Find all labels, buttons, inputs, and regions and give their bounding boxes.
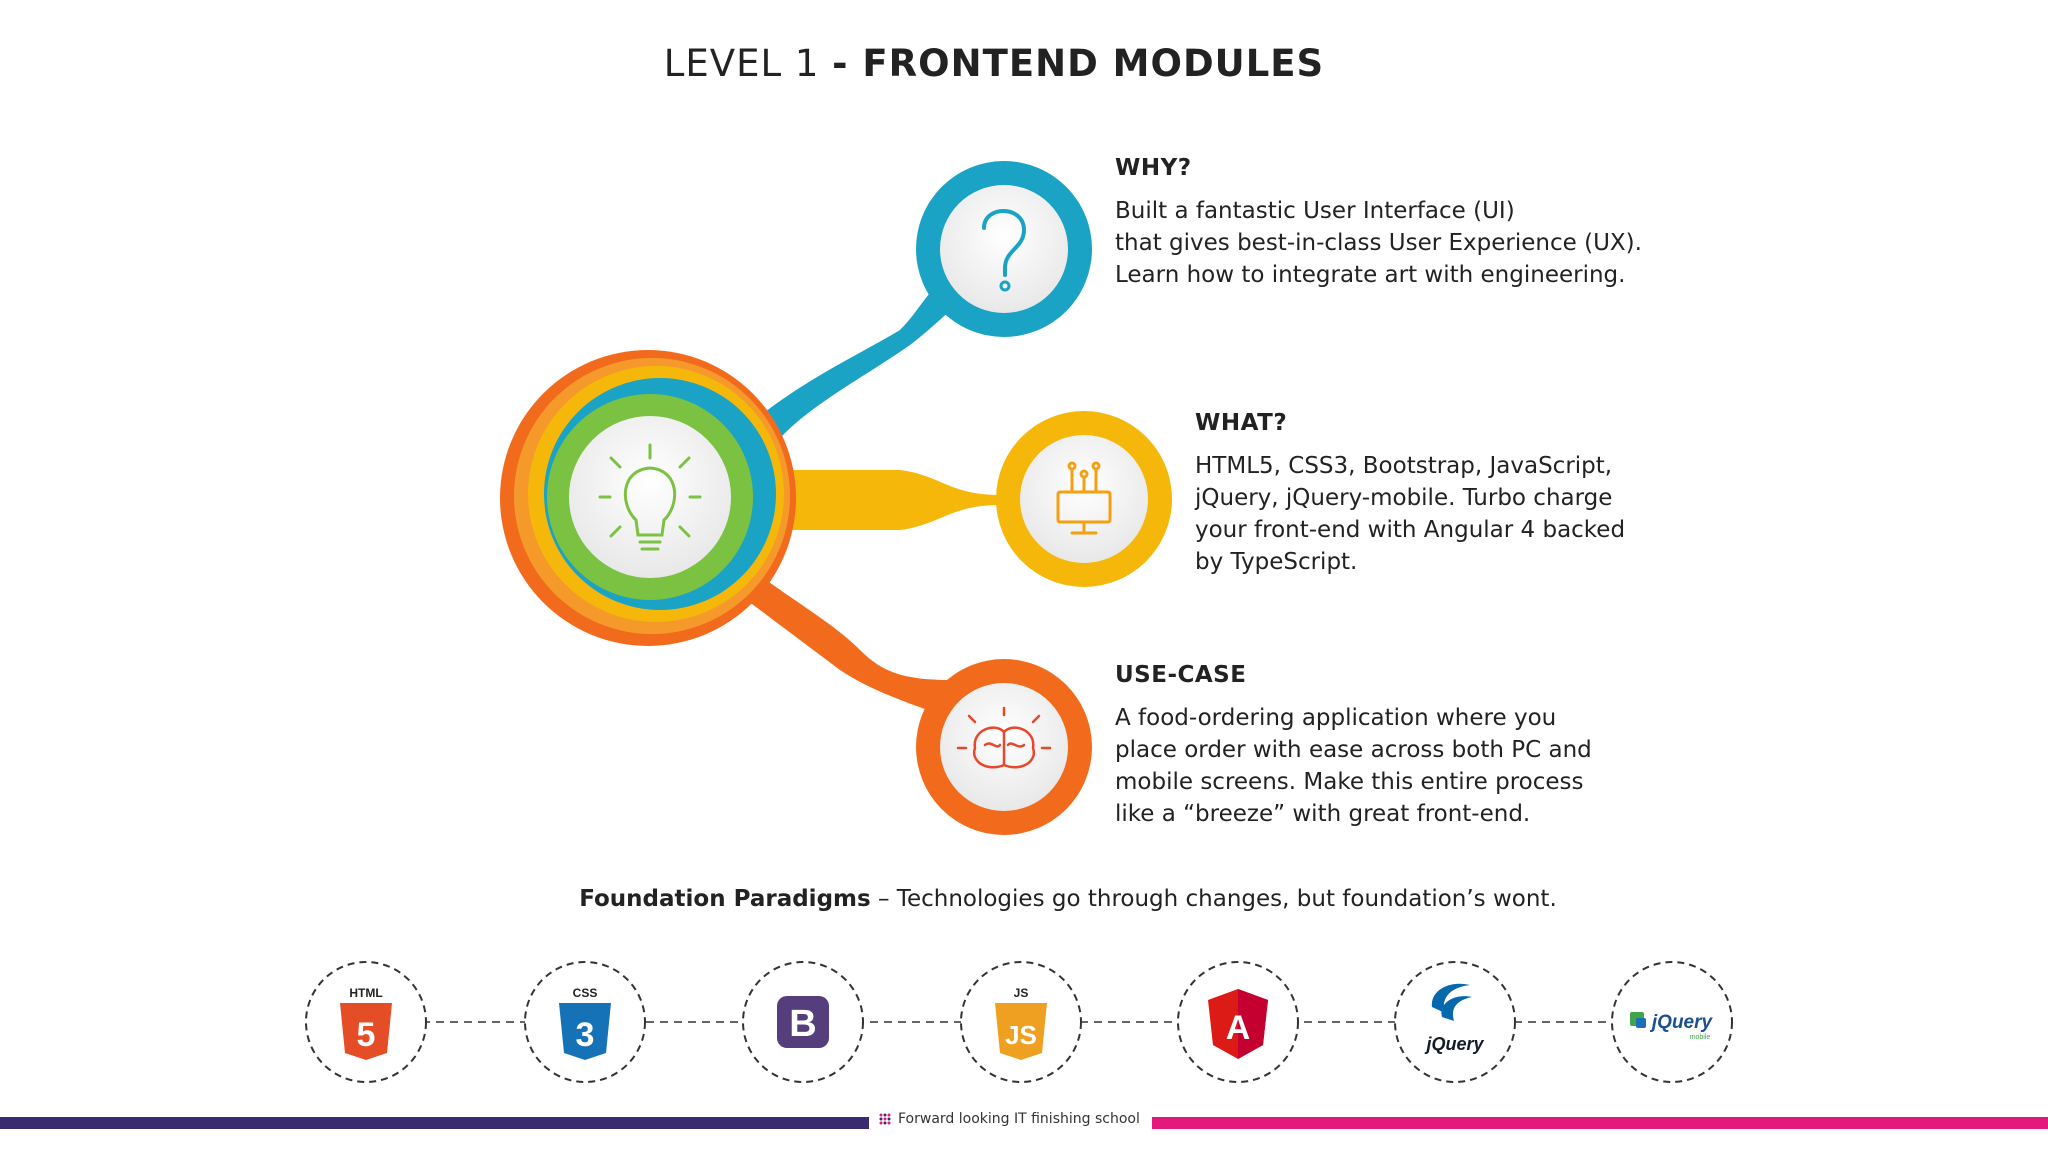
bootstrap-icon: B [742,961,864,1083]
css3-glyph: 3 [576,1016,595,1054]
usecase-line-1: A food-ordering application where you [1115,705,1557,731]
jquery-mobile-label: jQuery [1649,1012,1714,1033]
what-heading: WHAT? [1195,410,1288,436]
angular-glyph: A [1226,1009,1251,1047]
brain-icon [956,706,1052,769]
what-node [996,411,1172,587]
jquery-mobile-icon: jQuery mobile [1611,961,1733,1083]
jquery-mobile-sublabel: mobile [1690,1034,1711,1041]
why-node [916,161,1092,337]
footer-text: Forward looking IT finishing school [898,1111,1140,1127]
page-title: LEVEL 1 - FRONTEND MODULES [0,42,1988,85]
footer-bar-right [1152,1117,2048,1129]
usecase-line-4: like a “breeze” with great front-end. [1115,801,1531,827]
hub-circle [500,350,796,646]
what-line-3: your front-end with Angular 4 backed [1195,517,1626,543]
why-heading: WHY? [1115,155,1192,181]
title-level: LEVEL 1 [663,42,820,85]
footer-bar-left [0,1117,869,1129]
usecase-line-3: mobile screens. Make this entire process [1115,769,1584,795]
usecase-line-2: place order with ease across both PC and [1115,737,1592,763]
bootstrap-glyph: B [789,1003,816,1045]
jquery-label: jQuery [1424,1034,1484,1054]
usecase-connector [720,560,955,720]
javascript-glyph: JS [1005,1020,1037,1050]
usecase-heading: USE-CASE [1115,662,1247,688]
why-connector [730,260,985,450]
usecase-section: USE-CASE A food-ordering application whe… [1115,662,1592,830]
what-line-2: jQuery, jQuery-mobile. Turbo charge [1195,485,1613,511]
lightbulb-icon [598,443,702,551]
javascript-icon: JS JS [960,961,1082,1083]
why-line-3: Learn how to integrate art with engineer… [1115,262,1626,288]
css3-label: CSS [573,986,598,1000]
jquery-icon: jQuery [1394,961,1516,1083]
foundation-text: – Technologies go through changes, but f… [870,886,1557,912]
what-section: WHAT? HTML5, CSS3, Bootstrap, JavaScript… [1195,410,1625,578]
what-line-1: HTML5, CSS3, Bootstrap, JavaScript, [1195,453,1613,479]
why-line-2: that gives best-in-class User Experience… [1115,230,1642,256]
what-connector [770,470,1030,530]
css3-icon: CSS 3 [524,961,646,1083]
question-icon [982,209,1027,292]
title-modules: - FRONTEND MODULES [832,42,1325,85]
what-line-4: by TypeScript. [1195,549,1358,575]
monitor-circuit-icon [1056,461,1112,535]
foundation-bold: Foundation Paradigms [579,886,871,912]
why-line-1: Built a fantastic User Interface (UI) [1115,198,1515,224]
foundation-caption: Foundation Paradigms – Technologies go t… [0,886,2048,912]
html5-label: HTML [349,986,382,1000]
why-section: WHY? Built a fantastic User Interface (U… [1115,155,1642,291]
hub-infographic [500,161,1172,835]
footer-tagline: Forward looking IT finishing school [878,1111,1140,1127]
tech-logo-row: HTML 5 CSS 3 B JS JS A jQuery [305,961,1733,1083]
school-logo-icon [879,1113,891,1125]
angular-icon: A [1177,961,1299,1083]
html5-icon: HTML 5 [305,961,427,1083]
javascript-label: JS [1014,986,1029,1000]
html5-glyph: 5 [357,1016,376,1054]
